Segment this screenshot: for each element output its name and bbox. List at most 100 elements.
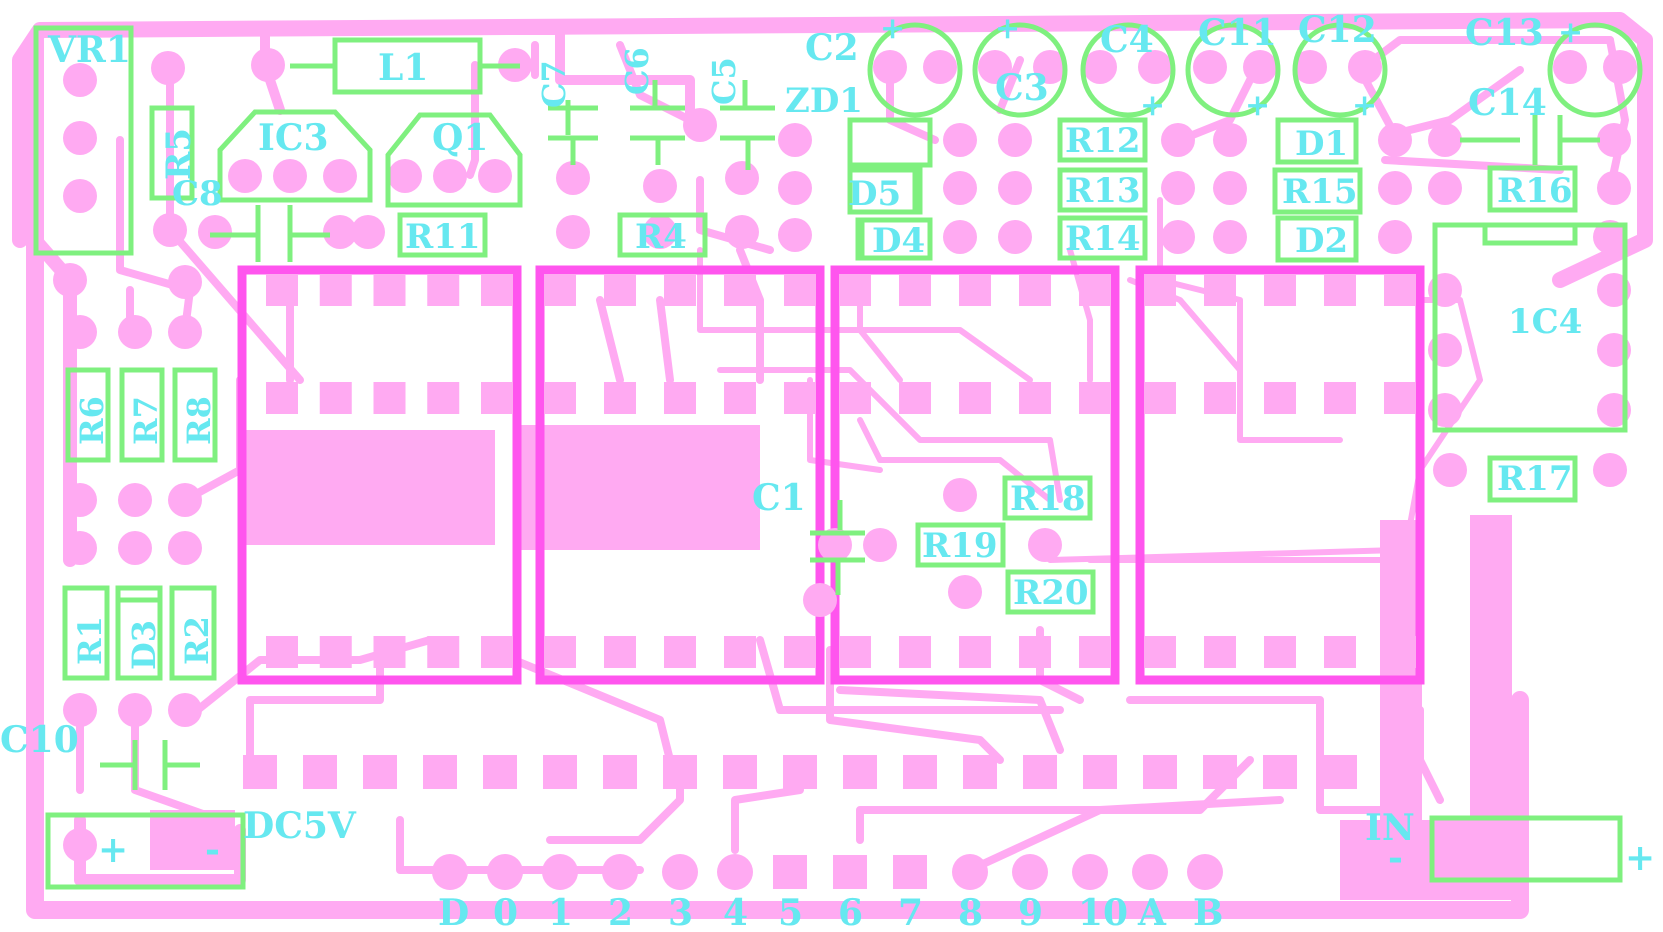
labels: VR1 L1 IC3 Q1 R5 C8 R11 R4 C7 C6 C5 C2 C…	[0, 9, 1655, 879]
ic-pin	[266, 274, 298, 306]
trace	[996, 56, 1024, 114]
in-plus-mark: +	[1625, 837, 1655, 879]
pad	[998, 123, 1032, 157]
pad	[1213, 220, 1247, 254]
r6-outline	[65, 367, 111, 463]
pad	[63, 828, 97, 862]
label-c2: C2	[805, 27, 859, 69]
pad	[388, 159, 422, 193]
pad	[943, 123, 977, 157]
label-q1: Q1	[432, 117, 488, 159]
pad	[1213, 171, 1247, 205]
header-pin	[363, 755, 397, 789]
trace	[826, 646, 1004, 764]
header-pin	[773, 855, 807, 889]
ic-pin	[1144, 382, 1176, 414]
ic-pin	[1264, 274, 1296, 306]
label-r4: R4	[635, 217, 687, 257]
trace	[966, 796, 1284, 874]
power-rail	[1470, 515, 1512, 840]
ic-pin	[319, 382, 352, 414]
pad	[63, 531, 97, 565]
label-r7: R7	[127, 396, 165, 445]
c10-symbol	[100, 740, 200, 790]
pad	[1161, 171, 1195, 205]
trace	[1157, 197, 1343, 443]
pad	[63, 121, 97, 155]
label-c1: C1	[752, 477, 806, 519]
pad	[168, 693, 202, 727]
pad	[978, 50, 1012, 84]
pin-label-d: D	[438, 892, 469, 932]
ic-package-2	[535, 265, 825, 685]
label-r14: R14	[1065, 219, 1141, 259]
label-dc5v: DC5V	[243, 805, 357, 847]
label-r6: R6	[73, 396, 111, 445]
label-d2: D2	[1295, 221, 1348, 261]
ic-pin	[1324, 274, 1356, 306]
c2-outline	[867, 22, 963, 118]
pin-label-a: A	[1137, 892, 1167, 932]
header-pin	[783, 755, 817, 789]
ic-pin	[427, 274, 460, 306]
pin-label-4: 4	[723, 892, 748, 932]
pad	[1378, 123, 1412, 157]
r18-outline	[1002, 475, 1093, 521]
r13-outline	[1057, 167, 1148, 213]
label-r12: R12	[1065, 121, 1141, 161]
pin-label-1: 1	[548, 892, 573, 932]
pad	[1028, 528, 1062, 562]
trace	[486, 646, 674, 764]
header-pin	[1187, 854, 1223, 890]
pad	[63, 63, 97, 97]
pad	[1161, 123, 1195, 157]
pad	[943, 171, 977, 205]
label-c14: C14	[1468, 82, 1547, 124]
trace	[131, 716, 224, 824]
dc-plus-mark: +	[98, 829, 128, 871]
pad	[725, 161, 759, 195]
pad	[1553, 50, 1587, 84]
ic-pin	[1144, 274, 1176, 306]
pad	[63, 179, 97, 213]
header-pin	[893, 855, 927, 889]
ic-pin	[1204, 274, 1236, 306]
pad	[118, 483, 152, 517]
pad	[1138, 50, 1172, 84]
ic-pin	[839, 274, 871, 306]
pad	[478, 159, 512, 193]
dc5v-connector	[45, 812, 246, 890]
pin-label-b: B	[1193, 892, 1223, 932]
c1-symbol	[810, 500, 865, 595]
pad	[323, 159, 357, 193]
trace	[1126, 696, 1404, 814]
pin-label-7: 7	[898, 892, 923, 932]
c11-outline	[1185, 22, 1281, 118]
ic-package-1	[237, 265, 522, 685]
pad	[803, 583, 837, 617]
pad	[1213, 123, 1247, 157]
pad	[1193, 50, 1227, 84]
pad	[778, 171, 812, 205]
ic-pin	[664, 382, 696, 414]
pin-label-2: 2	[608, 892, 633, 932]
vr1-outline	[33, 25, 134, 256]
label-r1: R1	[71, 616, 109, 665]
pad	[1243, 50, 1277, 84]
pad	[273, 159, 307, 193]
pad	[873, 50, 907, 84]
pad	[1378, 171, 1412, 205]
pad	[683, 108, 717, 142]
pad	[778, 218, 812, 252]
pad	[1593, 453, 1627, 487]
ic-pin	[544, 274, 576, 306]
ic-pin	[1324, 636, 1356, 668]
trace	[656, 296, 674, 384]
trace	[836, 686, 1064, 754]
ic-pin	[373, 636, 406, 668]
silkscreen	[33, 22, 1643, 890]
pad	[168, 315, 202, 349]
pad	[153, 213, 187, 247]
ic-pin	[1384, 382, 1416, 414]
header-pin	[1383, 755, 1417, 789]
